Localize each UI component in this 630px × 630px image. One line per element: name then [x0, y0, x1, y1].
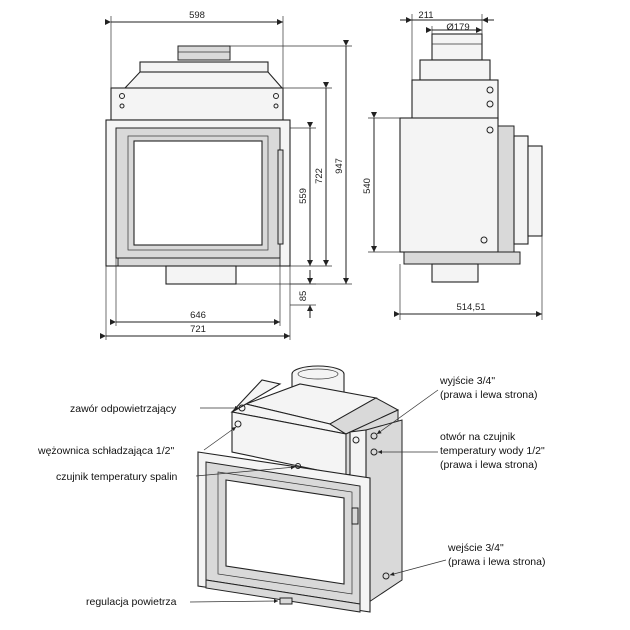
iso-coil-point-left — [234, 420, 242, 428]
dim-211: 211 — [418, 10, 433, 21]
front-ash-drawer — [165, 265, 237, 285]
label-outlet-line1: wyjście 3/4" — [439, 375, 495, 387]
dim-598: 598 — [189, 10, 205, 21]
label-cooling-coil: wężownica schładzająca 1/2" — [37, 445, 174, 457]
label-sensor-hole-line1: otwór na czujnik — [440, 431, 516, 443]
iso-flue-sensor-point — [295, 463, 301, 469]
dim-722: 722 — [314, 168, 325, 184]
front-hood — [123, 71, 284, 89]
iso-air-regulator — [279, 597, 293, 605]
dim-540: 540 — [362, 178, 373, 194]
iso-outlet-point — [370, 432, 378, 440]
front-flue-collar — [177, 45, 231, 61]
side-upper-jacket — [411, 79, 499, 121]
front-view — [105, 45, 291, 285]
iso-door-handle — [351, 507, 359, 525]
side-flue-pipe — [431, 33, 483, 61]
iso-right-body — [365, 419, 403, 605]
side-body — [399, 117, 499, 253]
dim-646: 646 — [190, 310, 206, 321]
iso-door-glass — [225, 479, 345, 585]
iso-sensor-hole-point — [370, 448, 378, 456]
label-flue-temp-sensor: czujnik temperatury spalin — [56, 471, 178, 483]
front-dimensions: 598 947 722 559 85 646 721 — [100, 10, 352, 340]
dim-85: 85 — [298, 291, 309, 302]
side-ash-drawer — [431, 263, 479, 283]
iso-coil-point-right — [352, 436, 360, 444]
label-inlet-line1: wejście 3/4" — [447, 542, 504, 554]
side-view — [399, 33, 543, 283]
label-sensor-hole-line3: (prawa i lewa strona) — [440, 459, 537, 471]
front-door-glass — [133, 140, 263, 246]
dim-721: 721 — [190, 324, 206, 335]
front-door-handle — [277, 149, 284, 245]
label-air-regulation: regulacja powietrza — [86, 596, 177, 608]
dim-514-51: 514,51 — [456, 302, 485, 313]
callouts: zawór odpowietrzający wężownica schładza… — [37, 375, 545, 608]
isometric-view — [197, 365, 403, 613]
label-inlet-line2: (prawa i lewa strona) — [448, 556, 545, 568]
label-air-vent-valve: zawór odpowietrzający — [70, 403, 177, 415]
side-dimensions: 211 Ø179 540 514,51 — [362, 10, 543, 320]
dim-flue-diameter: Ø179 — [446, 22, 469, 33]
iso-inlet-point — [382, 572, 390, 580]
dim-559: 559 — [298, 188, 309, 204]
label-outlet-line2: (prawa i lewa strona) — [440, 389, 537, 401]
dim-947: 947 — [334, 158, 345, 174]
label-sensor-hole-line2: temperatury wody 1/2" — [440, 445, 545, 457]
front-water-jacket — [110, 87, 284, 121]
